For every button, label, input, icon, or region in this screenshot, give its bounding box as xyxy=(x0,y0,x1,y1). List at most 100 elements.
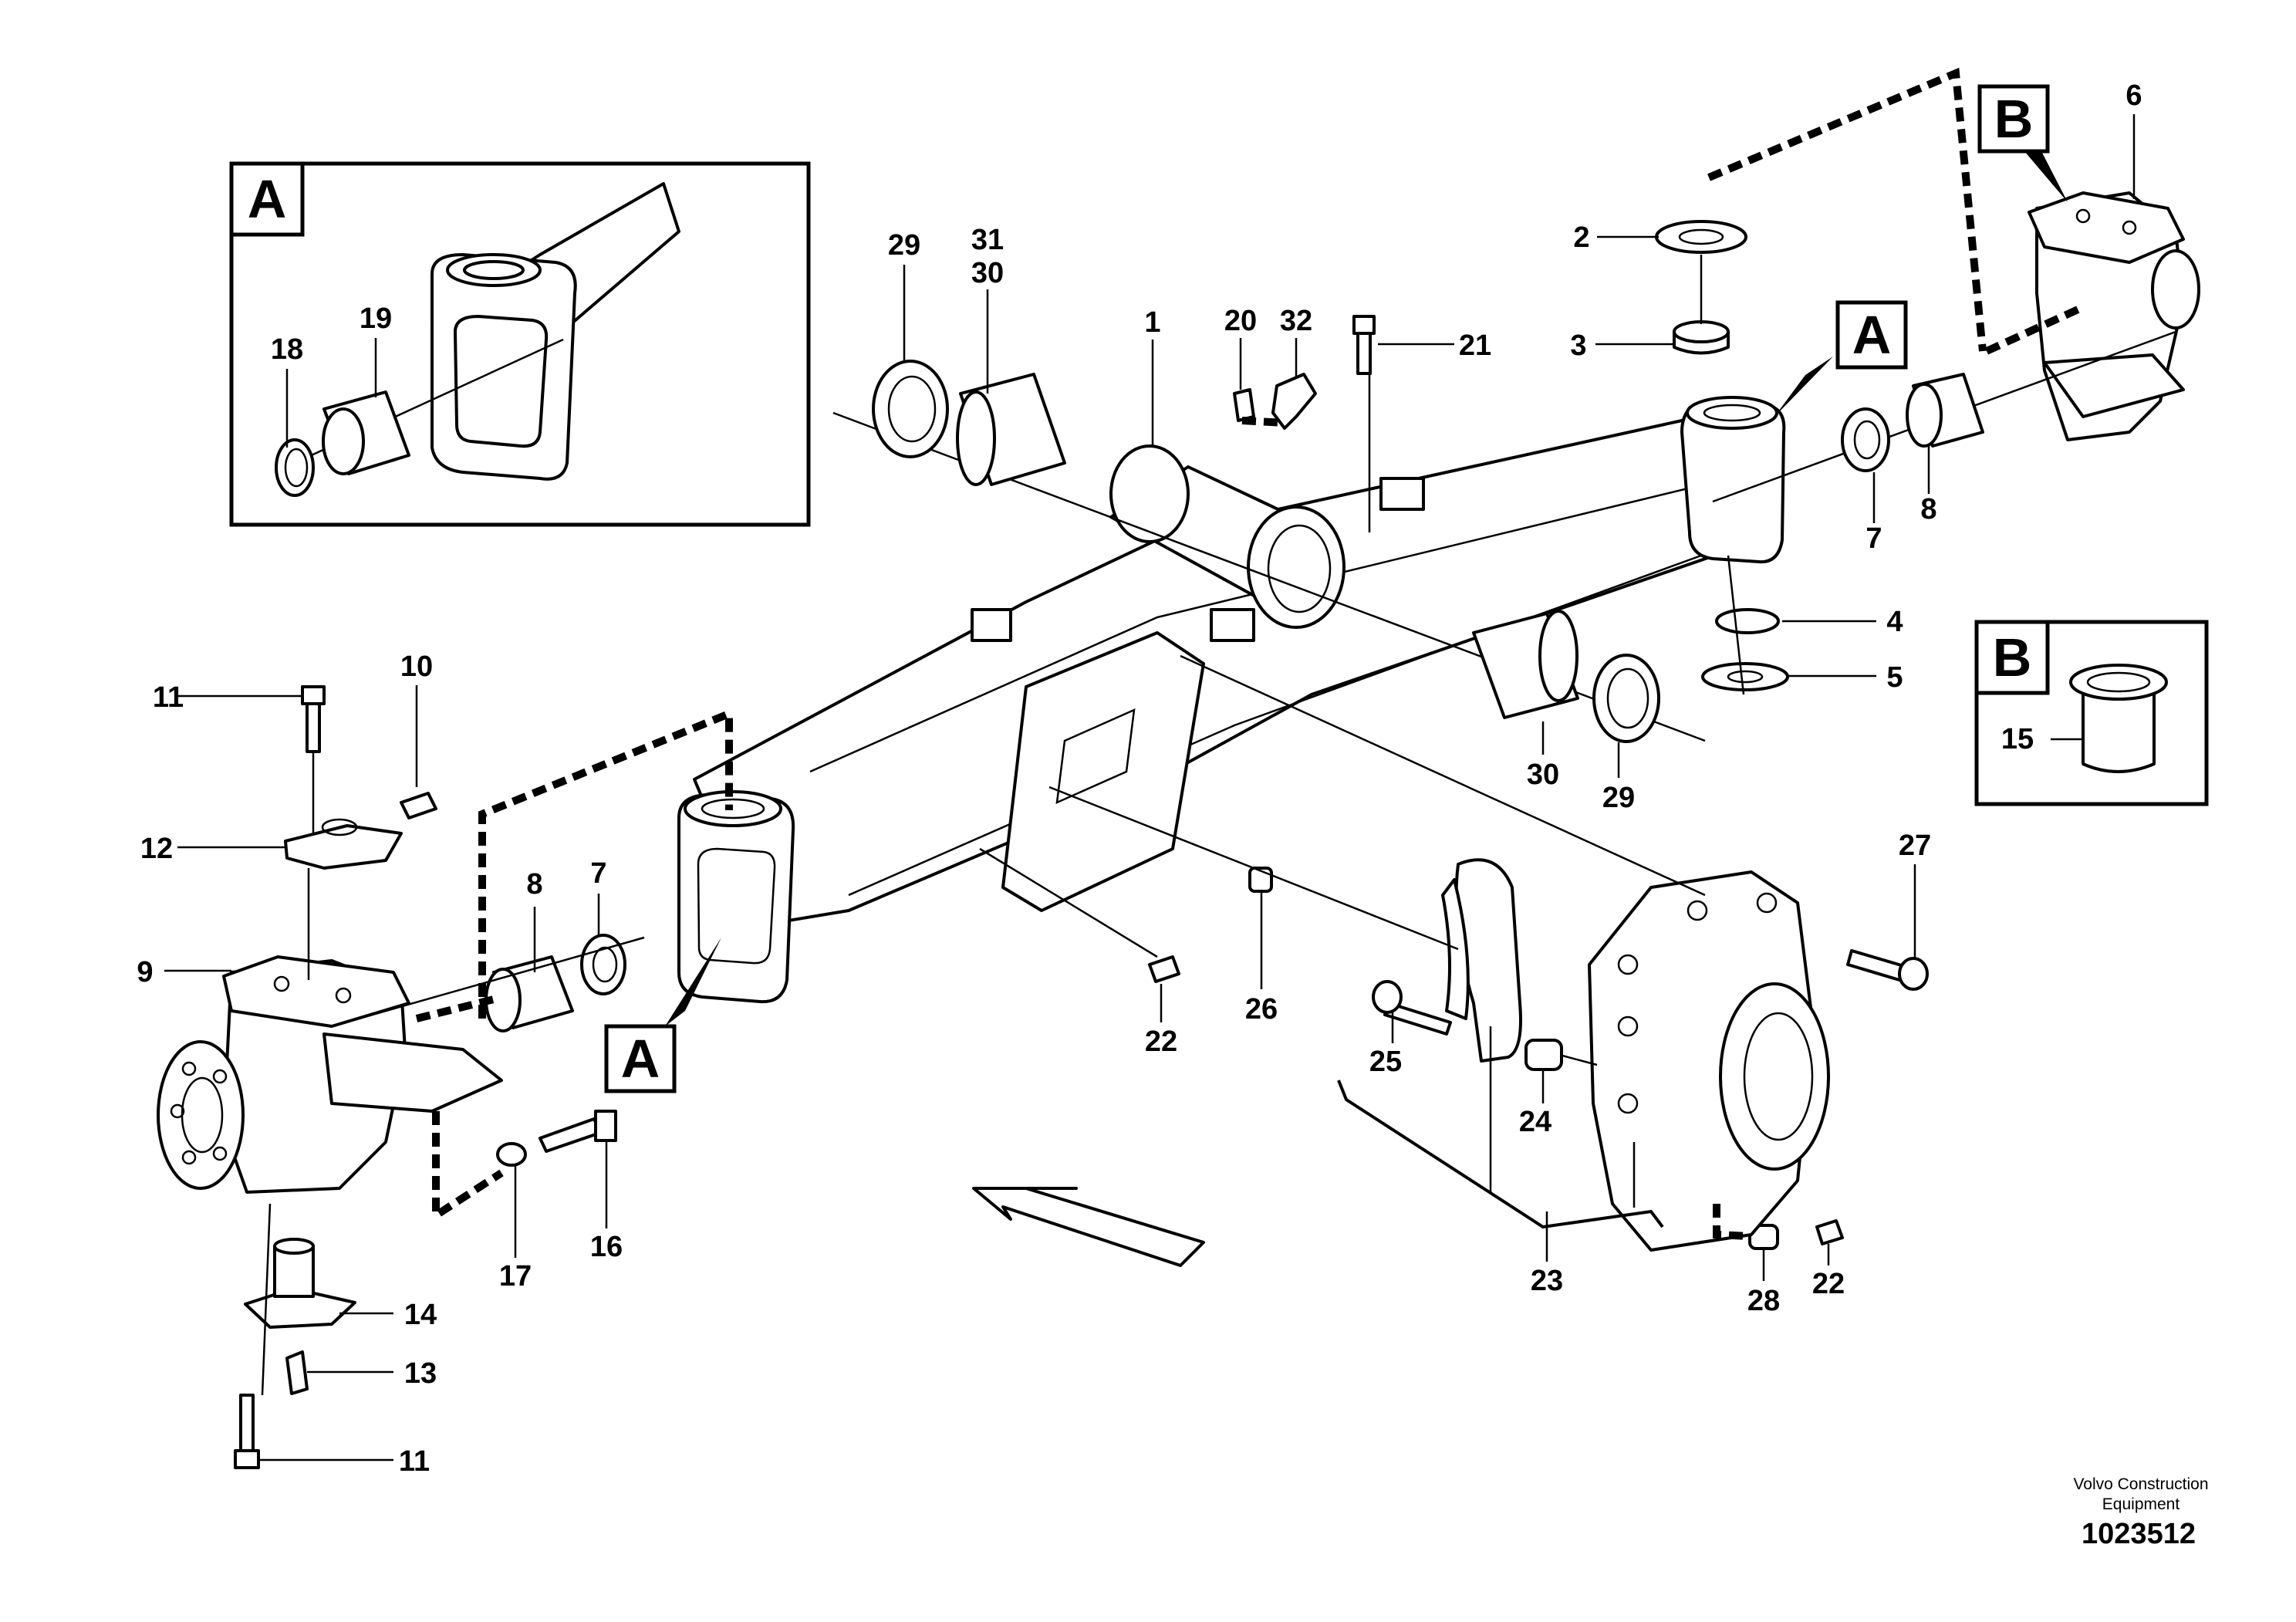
part-6-hole xyxy=(2122,220,2137,235)
credit-line-1: Volvo Construction xyxy=(2073,1475,2208,1493)
part-9-stud xyxy=(212,1146,228,1161)
part-6-right-steering-knuckle xyxy=(1712,191,2200,503)
callout-11-top: 11 xyxy=(153,681,184,714)
part-15-flange xyxy=(2069,664,2168,701)
assembly-line xyxy=(261,1203,272,1396)
part-8-bushing-right-end xyxy=(1906,383,1943,448)
center-pivot-front-inner xyxy=(1267,524,1332,613)
detail-a-letter: A xyxy=(248,169,287,229)
part-16-bolt xyxy=(539,1117,602,1153)
assembly-line xyxy=(1562,1054,1598,1066)
callout-4: 4 xyxy=(1886,606,1903,638)
part-6-lower-arm xyxy=(2043,353,2185,418)
part-2-washer-hole xyxy=(1678,228,1724,245)
callout-9: 9 xyxy=(137,956,153,988)
forward-direction-arrow xyxy=(972,1187,1205,1267)
beam-right-bore-inner xyxy=(1703,404,1761,422)
part-20-grease-nipple xyxy=(1233,388,1255,422)
dashed-link-left-knuckle xyxy=(478,708,733,1019)
callout-19: 19 xyxy=(360,302,392,335)
assembly-line xyxy=(1727,555,1745,695)
detail-view-b: B 15 xyxy=(1974,620,2209,806)
part-25-bolt-head xyxy=(1372,980,1403,1014)
dashed-link-left-arm xyxy=(415,995,495,1022)
axle-beam-assembly xyxy=(677,396,1786,1004)
callout-29-lower: 29 xyxy=(1602,782,1635,814)
callout-labels: 1 2 3 4 5 6 7 8 9 10 11 12 13 14 16 17 1… xyxy=(137,79,2142,1478)
part-29-seal-upper-inner xyxy=(887,375,937,443)
callout-22-right: 22 xyxy=(1812,1268,1845,1300)
part-29-seal-upper xyxy=(872,360,949,458)
dashed-link-hub-pin xyxy=(1713,1204,1751,1240)
differential-flange xyxy=(1001,631,1205,912)
part-4-bearing xyxy=(1715,608,1780,634)
callout-24: 24 xyxy=(1519,1106,1551,1138)
part-6-hub-stub xyxy=(2151,249,2200,329)
part-7-seal-right xyxy=(1841,407,1890,472)
part-11-bolt-top-shank xyxy=(306,702,321,753)
callout-8-right: 8 xyxy=(1920,493,1936,525)
part-13-grease-nipple xyxy=(285,1350,309,1395)
part-9-stud xyxy=(170,1103,185,1119)
part-7-seal-right-inner xyxy=(1853,420,1881,460)
svg-text:A: A xyxy=(1852,305,1892,365)
dashed-link-left-bolt xyxy=(432,1111,504,1223)
svg-text:A: A xyxy=(621,1029,660,1089)
assembly-line xyxy=(1048,786,1459,951)
callout-17: 17 xyxy=(499,1260,532,1293)
assembly-line xyxy=(331,936,645,1028)
callout-22-center: 22 xyxy=(1145,1026,1177,1058)
callout-31: 31 xyxy=(971,224,1004,256)
part-30-bushing-lower-end xyxy=(1538,610,1578,702)
credit-line-2: Equipment xyxy=(2102,1495,2180,1513)
part-5-washer-hole xyxy=(1727,670,1764,684)
marker-a-left: A xyxy=(604,938,721,1093)
detail-b-tag xyxy=(1974,620,2050,695)
part-9-stud xyxy=(181,1061,197,1076)
part-29-seal-lower xyxy=(1592,654,1660,743)
part-27-bolt-head xyxy=(1898,957,1929,991)
assembly-line xyxy=(1180,654,1706,897)
assembly-line xyxy=(979,847,1158,958)
part-11-bolt-top-head xyxy=(301,685,326,705)
part-18-seal-inner xyxy=(284,448,309,488)
detail-a-tag xyxy=(229,161,305,237)
beam-right-bore xyxy=(1686,396,1778,430)
svg-text:B: B xyxy=(1994,89,2034,149)
callout-7-right: 7 xyxy=(1866,522,1882,555)
callout-5: 5 xyxy=(1886,661,1903,694)
part-9-top-flange xyxy=(222,955,410,1028)
part-11-bolt-bottom-head xyxy=(234,1449,260,1469)
part-27-bolt xyxy=(1846,949,1906,982)
part-9-hole xyxy=(273,975,290,992)
callout-13: 13 xyxy=(404,1357,437,1390)
part-17-washer xyxy=(496,1142,527,1167)
beam-bracket-2 xyxy=(1379,477,1425,511)
part-9-stud xyxy=(181,1150,197,1165)
part-15-bore xyxy=(2086,671,2151,693)
callout-21: 21 xyxy=(1459,329,1491,362)
axle-beam-ridge xyxy=(809,485,1698,773)
detail-b-frame xyxy=(1974,620,2209,806)
callout-18: 18 xyxy=(271,333,303,366)
part-10-grease-nipple xyxy=(400,792,437,819)
axle-beam-lower-edge xyxy=(848,539,1744,897)
part-12-upper-plate xyxy=(284,824,403,870)
part-3-bushing-top xyxy=(1673,320,1730,343)
detail-b-letter: B xyxy=(1993,627,2032,688)
part-21-bolt-shank xyxy=(1356,332,1372,375)
part-23-bolt-hole xyxy=(1756,892,1778,914)
part-22-plug-right xyxy=(1815,1219,1844,1245)
callout-20: 20 xyxy=(1224,305,1257,337)
part-29-seal-lower-inner xyxy=(1606,667,1649,729)
beam-left-window xyxy=(697,847,776,965)
part-6-top-flange xyxy=(2028,191,2185,264)
differential-flange-opening xyxy=(1055,708,1136,805)
part-6-hole xyxy=(2075,208,2091,224)
part-14-boss-top xyxy=(273,1238,315,1255)
callout-23: 23 xyxy=(1531,1265,1563,1297)
detail-a-frame xyxy=(229,161,811,527)
leader-lines xyxy=(164,114,2136,1461)
marker-a-right: A xyxy=(1774,300,1908,417)
